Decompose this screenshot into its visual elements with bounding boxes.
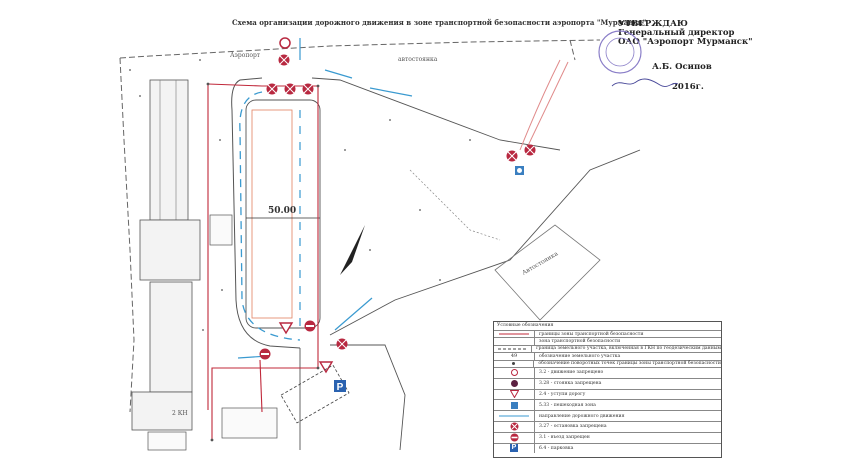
no-parking-sign xyxy=(278,54,290,66)
no-entry-icon xyxy=(510,433,518,442)
approval-position: Генеральный директор xyxy=(618,28,735,38)
label-airport: Аэропорт xyxy=(230,52,261,59)
land-plot-boundary xyxy=(569,39,576,61)
no-parking-sign xyxy=(336,338,348,350)
parking-sign: P xyxy=(334,380,346,393)
survey-marks xyxy=(129,59,471,442)
legend-row: обозначение поворотных точек границы зон… xyxy=(494,360,721,368)
terminal-building xyxy=(149,79,189,221)
legend-row: 3.28 - стоянка запрещена xyxy=(494,378,721,390)
legend-row: зона транспортной безопасности xyxy=(494,338,721,346)
approach-road xyxy=(519,59,561,151)
parking-dimension-label: 50.00 xyxy=(268,206,297,216)
legend-text: направление дорожного движения xyxy=(539,413,625,419)
legend-text: зона транспортной безопасности xyxy=(539,339,621,345)
legend-row: 3.1 - въезд запрещен xyxy=(494,432,721,444)
road-edge xyxy=(330,344,406,451)
transport-security-zone-boundary xyxy=(259,359,263,413)
legend-text: 5.33 - пешеходная зона xyxy=(539,402,596,408)
dashed-line-icon xyxy=(497,348,528,350)
land-plot-boundary xyxy=(119,39,601,59)
dot-icon xyxy=(512,362,516,366)
building-block xyxy=(149,281,193,393)
no-parking-sign xyxy=(506,150,518,162)
approval-signatory: А.Б. Осипов xyxy=(652,62,712,72)
parking-area xyxy=(280,364,350,424)
legend: Условные обозначения границы зоны трансп… xyxy=(493,321,722,458)
legend-text: обозначение поворотных точек границы зон… xyxy=(538,361,721,367)
signature xyxy=(611,78,679,87)
no-parking-sign xyxy=(266,83,278,95)
parking-icon: P xyxy=(510,444,518,453)
legend-text: 3.27 - остановка запрещена xyxy=(539,424,607,430)
pedestrian-zone-icon xyxy=(510,401,518,409)
approval-block: УТВЕРЖДАЮ Генеральный директор ОАО "Аэро… xyxy=(618,20,753,92)
no-parking-sign xyxy=(302,83,314,95)
plot-number-icon: 49 xyxy=(494,353,535,360)
building-block xyxy=(147,431,187,451)
approach-road xyxy=(524,61,569,153)
traffic-direction xyxy=(239,91,301,341)
legend-title: Условные обозначения xyxy=(494,322,721,331)
approval-heading: УТВЕРЖДАЮ xyxy=(618,19,688,29)
approval-date: 2016г. xyxy=(672,82,704,92)
road-edge xyxy=(409,169,501,241)
north-arrow xyxy=(340,225,365,275)
pedestrian-zone-sign xyxy=(515,166,524,175)
company-seal xyxy=(598,30,642,74)
road-edge xyxy=(329,149,641,336)
traffic-direction xyxy=(334,297,373,331)
legend-text: граница земельного участка, включенная в… xyxy=(536,346,721,352)
road-edge xyxy=(311,77,561,151)
no-movement-sign xyxy=(279,37,291,49)
legend-row: граница земельного участка, включенная в… xyxy=(494,345,721,354)
building-block xyxy=(221,407,278,439)
svg-text:P: P xyxy=(337,382,344,393)
approval-org: ОАО "Аэропорт Мурманск" xyxy=(618,37,753,47)
legend-row: 3.2 - движение запрещено xyxy=(494,367,721,379)
building-block xyxy=(139,219,201,281)
legend-text: 2.4 - уступи дорогу xyxy=(539,391,586,397)
no-movement-icon xyxy=(510,369,518,377)
no-parking-icon xyxy=(510,380,518,388)
traffic-direction xyxy=(324,69,353,79)
yield-icon xyxy=(509,390,519,399)
no-stopping-icon xyxy=(510,422,518,431)
red-line-icon xyxy=(499,333,529,335)
legend-row: 3.27 - остановка запрещена xyxy=(494,421,721,433)
building-block xyxy=(131,391,193,431)
no-parking-sign xyxy=(284,83,296,95)
yield-sign xyxy=(278,322,294,335)
direction-arrow-icon xyxy=(499,415,529,417)
legend-row: 5.33 - пешеходная зона xyxy=(494,400,721,412)
legend-row: границы зоны транспортной безопасности xyxy=(494,331,721,339)
road-edge xyxy=(231,77,301,349)
legend-text: обозначение земельного участка xyxy=(539,353,621,359)
no-entry-sign xyxy=(259,348,271,360)
transport-security-zone-boundary xyxy=(207,83,319,440)
building-block xyxy=(209,214,233,246)
legend-text: 3.2 - движение запрещено xyxy=(539,370,604,376)
legend-text: 3.28 - стоянка запрещена xyxy=(539,381,602,387)
no-entry-sign xyxy=(304,320,316,332)
legend-row: направление дорожного движения xyxy=(494,411,721,422)
scheme-title: Схема организации дорожного движения в з… xyxy=(232,18,647,27)
legend-row: 49 обозначение земельного участка xyxy=(494,353,721,361)
central-parking xyxy=(251,109,293,319)
land-plot-boundary xyxy=(119,57,135,413)
legend-text: 3.1 - въезд запрещен xyxy=(539,435,590,441)
label-building: 2 КН xyxy=(172,410,188,417)
traffic-direction xyxy=(369,87,413,97)
no-parking-sign xyxy=(524,144,536,156)
legend-text: 6.4 - парковка xyxy=(539,445,574,451)
legend-text: границы зоны транспортной безопасности xyxy=(539,331,644,337)
legend-row: 2.4 - уступи дорогу xyxy=(494,389,721,401)
label-parking: автостоянка xyxy=(398,56,438,63)
road-edge xyxy=(494,224,601,321)
legend-row: P 6.4 - парковка xyxy=(494,443,721,454)
